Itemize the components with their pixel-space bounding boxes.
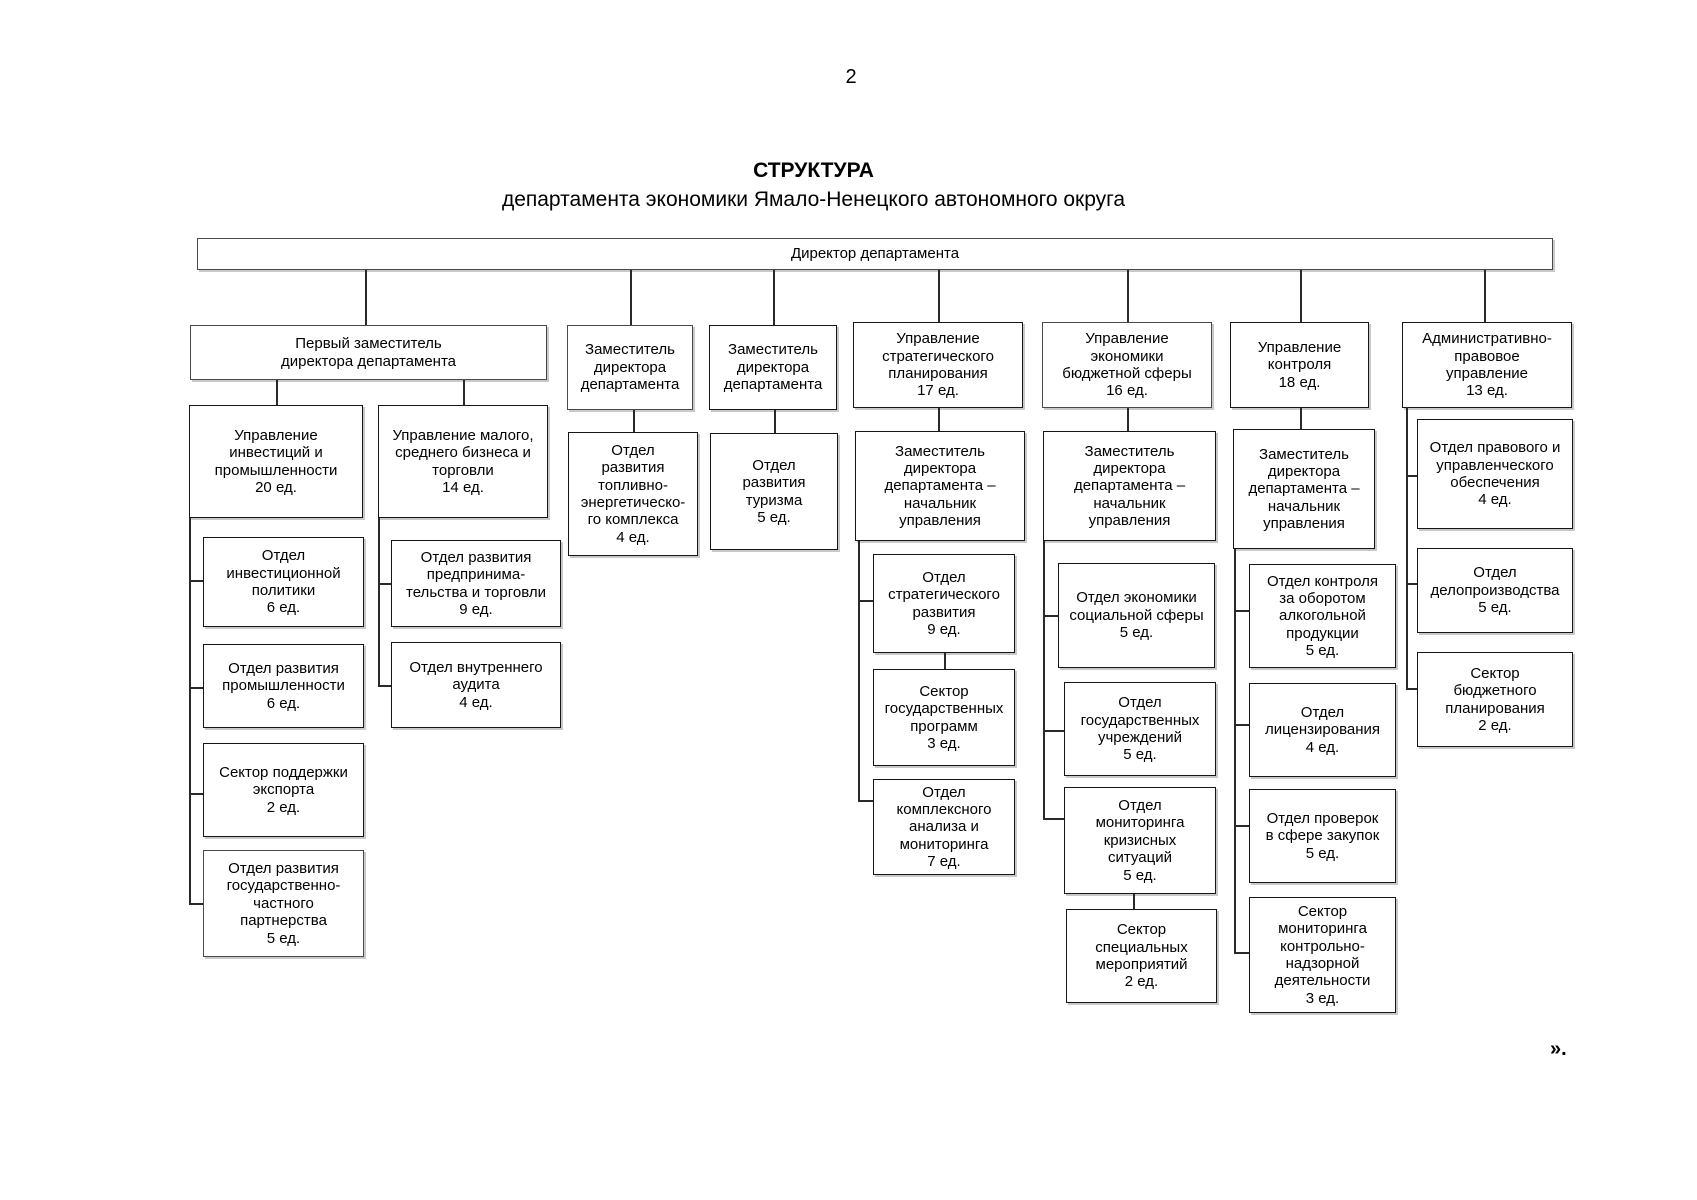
- connector-line: [773, 270, 775, 325]
- node-director: Директор департамента: [197, 238, 1553, 270]
- connector-line: [189, 687, 203, 689]
- connector-line: [858, 600, 873, 602]
- connector-line: [378, 583, 391, 585]
- connector-line: [189, 793, 203, 795]
- connector-line: [189, 903, 203, 905]
- node-sector-special-events: Сектор специальных мероприятий 2 ед.: [1066, 909, 1217, 1003]
- node-deputy-head-strategic: Заместитель директора департамента – нач…: [855, 431, 1025, 541]
- node-deputy-director-fuel: Заместитель директора департамента: [567, 325, 693, 410]
- node-first-deputy-director: Первый заместитель директора департамент…: [190, 325, 547, 380]
- connector-line: [938, 408, 940, 431]
- node-dept-control: Управление контроля 18 ед.: [1230, 322, 1369, 408]
- connector-line: [1043, 615, 1058, 617]
- node-unit-ppp-development: Отдел развития государственно- частного …: [203, 850, 364, 957]
- connector-line: [858, 541, 860, 800]
- connector-line: [1043, 730, 1064, 732]
- connector-line: [1043, 541, 1045, 818]
- node-dept-strategic-planning: Управление стратегического планирования …: [853, 322, 1023, 408]
- connector-line: [463, 380, 465, 405]
- node-unit-investment-policy: Отдел инвестиционной политики 6 ед.: [203, 537, 364, 627]
- closing-quote-mark: ».: [1550, 1038, 1567, 1060]
- node-unit-social-sphere-economy: Отдел экономики социальной сферы 5 ед.: [1058, 563, 1215, 668]
- connector-line: [1133, 894, 1135, 909]
- node-unit-strategic-development: Отдел стратегического развития 9 ед.: [873, 554, 1015, 653]
- connector-line: [189, 518, 191, 903]
- node-division-small-business-trade: Управление малого, среднего бизнеса и то…: [378, 405, 548, 518]
- node-unit-fuel-energy-complex: Отдел развития топливно- энергетическо- …: [568, 432, 698, 556]
- node-unit-licensing: Отдел лицензирования 4 ед.: [1249, 683, 1396, 777]
- connector-line: [774, 410, 776, 433]
- connector-line: [189, 580, 203, 582]
- connector-line: [1406, 407, 1408, 688]
- connector-line: [938, 270, 940, 322]
- node-sector-control-supervision-monitoring: Сектор мониторинга контрольно- надзорной…: [1249, 897, 1396, 1013]
- connector-line: [1234, 549, 1236, 952]
- connector-line: [1043, 818, 1064, 820]
- node-unit-state-institutions: Отдел государственных учреждений 5 ед.: [1064, 682, 1216, 776]
- node-deputy-director-tourism: Заместитель директора департамента: [709, 325, 837, 410]
- connector-line: [378, 518, 380, 685]
- connector-line: [1234, 952, 1249, 954]
- connector-line: [1234, 825, 1249, 827]
- node-sector-export-support: Сектор поддержки экспорта 2 ед.: [203, 743, 364, 837]
- connector-line: [1234, 610, 1249, 612]
- node-unit-alcohol-control: Отдел контроля за оборотом алкогольной п…: [1249, 564, 1396, 668]
- node-deputy-head-budget-economy: Заместитель директора департамента – нач…: [1043, 431, 1216, 541]
- node-deputy-head-control: Заместитель директора департамента – нач…: [1233, 429, 1375, 549]
- node-unit-records-management: Отдел делопроизводства 5 ед.: [1417, 548, 1573, 633]
- node-unit-entrepreneurship-trade: Отдел развития предпринима- тельства и т…: [391, 540, 561, 627]
- node-dept-admin-legal: Административно- правовое управление 13 …: [1402, 322, 1572, 408]
- connector-line: [276, 380, 278, 405]
- connector-line: [1484, 270, 1486, 322]
- node-sector-state-programs: Сектор государственных программ 3 ед.: [873, 669, 1015, 766]
- connector-line: [630, 270, 632, 325]
- node-sector-budget-planning: Сектор бюджетного планирования 2 ед.: [1417, 652, 1573, 747]
- chart-title-line2: департамента экономики Ямало-Ненецкого а…: [501, 188, 1126, 211]
- node-unit-crisis-monitoring: Отдел мониторинга кризисных ситуаций 5 е…: [1064, 787, 1216, 894]
- node-unit-complex-analysis-monitoring: Отдел комплексного анализа и мониторинга…: [873, 779, 1015, 875]
- node-division-investments-industry: Управление инвестиций и промышленности 2…: [189, 405, 363, 518]
- connector-line: [1300, 270, 1302, 322]
- connector-line: [1127, 408, 1129, 431]
- connector-line: [1300, 408, 1302, 429]
- connector-line: [944, 653, 946, 669]
- node-unit-internal-audit: Отдел внутреннего аудита 4 ед.: [391, 642, 561, 728]
- chart-title: СТРУКТУРА департамента экономики Ямало-Н…: [197, 156, 1430, 214]
- page-number: 2: [845, 66, 857, 88]
- connector-line: [1406, 475, 1417, 477]
- node-dept-budget-economy: Управление экономики бюджетной сферы 16 …: [1042, 322, 1212, 408]
- connector-line: [1406, 688, 1417, 690]
- connector-line: [858, 800, 873, 802]
- connector-line: [1234, 724, 1249, 726]
- connector-line: [633, 410, 635, 432]
- connector-line: [1406, 583, 1417, 585]
- chart-title-line1: СТРУКТУРА: [753, 159, 874, 182]
- connector-line: [378, 685, 391, 687]
- node-unit-legal-management-support: Отдел правового и управленческого обеспе…: [1417, 419, 1573, 529]
- connector-line: [1127, 270, 1129, 322]
- node-unit-tourism-development: Отдел развития туризма 5 ед.: [710, 433, 838, 550]
- node-unit-industry-development: Отдел развития промышленности 6 ед.: [203, 644, 364, 728]
- node-unit-procurement-inspections: Отдел проверок в сфере закупок 5 ед.: [1249, 789, 1396, 883]
- connector-line: [365, 270, 367, 325]
